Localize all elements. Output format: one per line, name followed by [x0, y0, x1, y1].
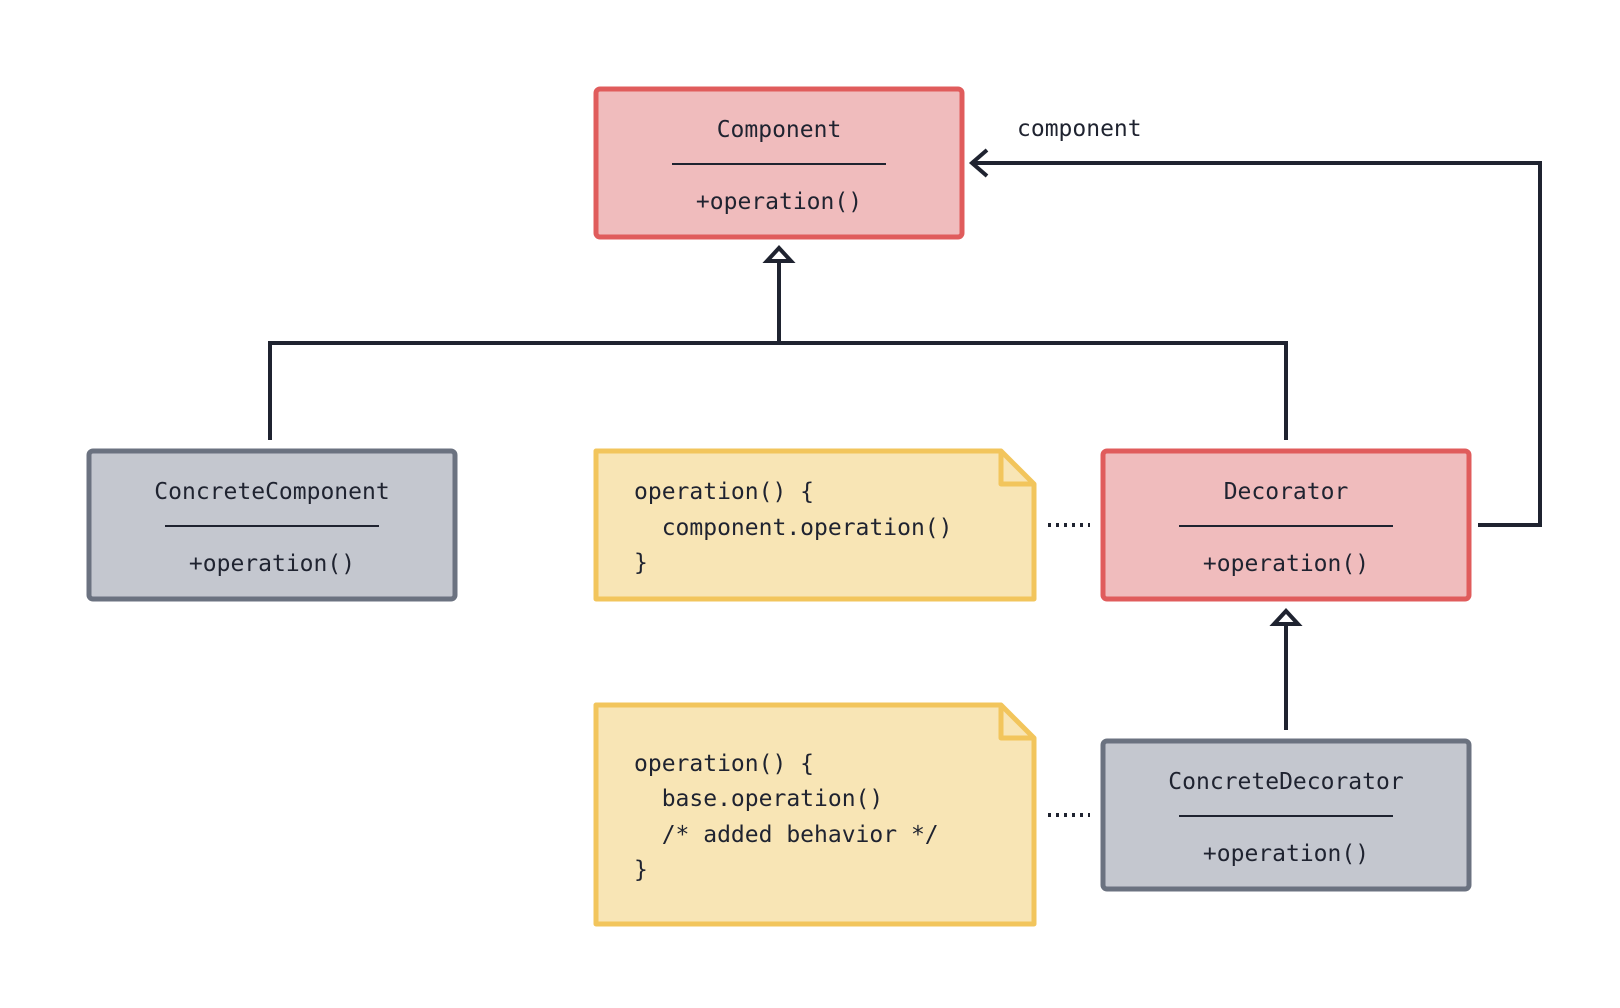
note-line: operation() {: [634, 479, 814, 505]
note-decorator[interactable]: operation() { component.operation() }: [593, 448, 1037, 602]
class-box-component[interactable]: Component +operation(): [593, 86, 965, 240]
class-method-decorator: +operation(): [1203, 551, 1369, 577]
class-name-component: Component: [717, 117, 842, 143]
association-arrowhead: [968, 148, 989, 178]
class-box-decorator[interactable]: Decorator +operation(): [1100, 448, 1472, 602]
class-method-component: +operation(): [696, 189, 862, 215]
inheritance-line-decorator: [779, 341, 1288, 440]
class-method-concrete-decorator: +operation(): [1203, 841, 1369, 867]
class-box-concrete-decorator[interactable]: ConcreteDecorator +operation(): [1100, 738, 1472, 892]
note-fold-corner: [998, 451, 1034, 487]
component-association-line: [975, 161, 1542, 527]
note-line: }: [634, 550, 648, 576]
generalization-arrowhead-component: [762, 245, 796, 263]
class-name-concrete-component: ConcreteComponent: [154, 479, 389, 505]
inheritance-line-concrete-component: [268, 341, 779, 440]
class-name-decorator: Decorator: [1224, 479, 1349, 505]
class-method-concrete-component: +operation(): [189, 551, 355, 577]
note-line: component.operation(): [634, 515, 953, 541]
class-name-concrete-decorator: ConcreteDecorator: [1168, 769, 1403, 795]
association-label: component: [1017, 116, 1142, 142]
note-concrete-decorator[interactable]: operation() { base.operation() /* added …: [593, 702, 1037, 927]
note-line: base.operation(): [634, 786, 883, 812]
note-concrete-decorator-frame: [593, 702, 1037, 927]
connectors: [268, 148, 1542, 817]
note-fold-corner: [998, 705, 1034, 741]
note-line: /* added behavior */: [634, 822, 939, 848]
note-decorator-frame: [593, 448, 1037, 602]
note-line: }: [634, 857, 648, 883]
note-line: operation() {: [634, 751, 814, 777]
class-box-concrete-component[interactable]: ConcreteComponent +operation(): [86, 448, 458, 602]
generalization-arrowhead-decorator: [1269, 608, 1303, 626]
